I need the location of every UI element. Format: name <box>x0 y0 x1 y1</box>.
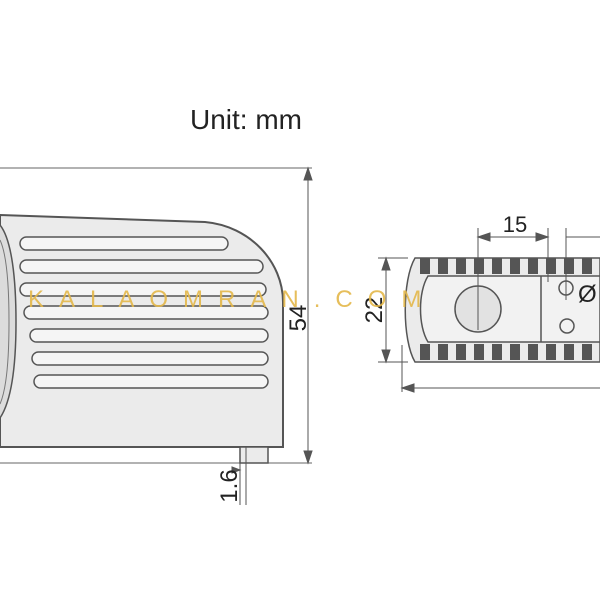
dimension-foot-label: 1.6 <box>216 469 243 502</box>
dimension-height-label: 54 <box>285 305 312 332</box>
small-hole-bottom <box>559 318 575 334</box>
unit-label: Unit: mm <box>190 104 302 135</box>
dimension-hole-spacing <box>476 228 600 330</box>
grip-ribs <box>19 236 269 389</box>
diameter-symbol: Ø <box>578 281 597 308</box>
watermark: KALAOMRAN.COM <box>28 286 436 313</box>
dimension-height <box>303 166 313 465</box>
knurl-top <box>420 258 592 274</box>
dimension-hole-spacing-label: 15 <box>503 212 527 237</box>
dimension-foot <box>231 447 247 505</box>
side-view: 54 1.6 <box>0 166 313 505</box>
foot <box>239 446 269 464</box>
end-view: 22 15 Ø <box>361 212 600 393</box>
dimension-length <box>400 345 600 393</box>
knurled-wheel <box>0 224 17 419</box>
dimension-width <box>378 256 408 364</box>
knurl-bottom <box>420 344 592 360</box>
dimension-width-label: 22 <box>361 297 388 324</box>
